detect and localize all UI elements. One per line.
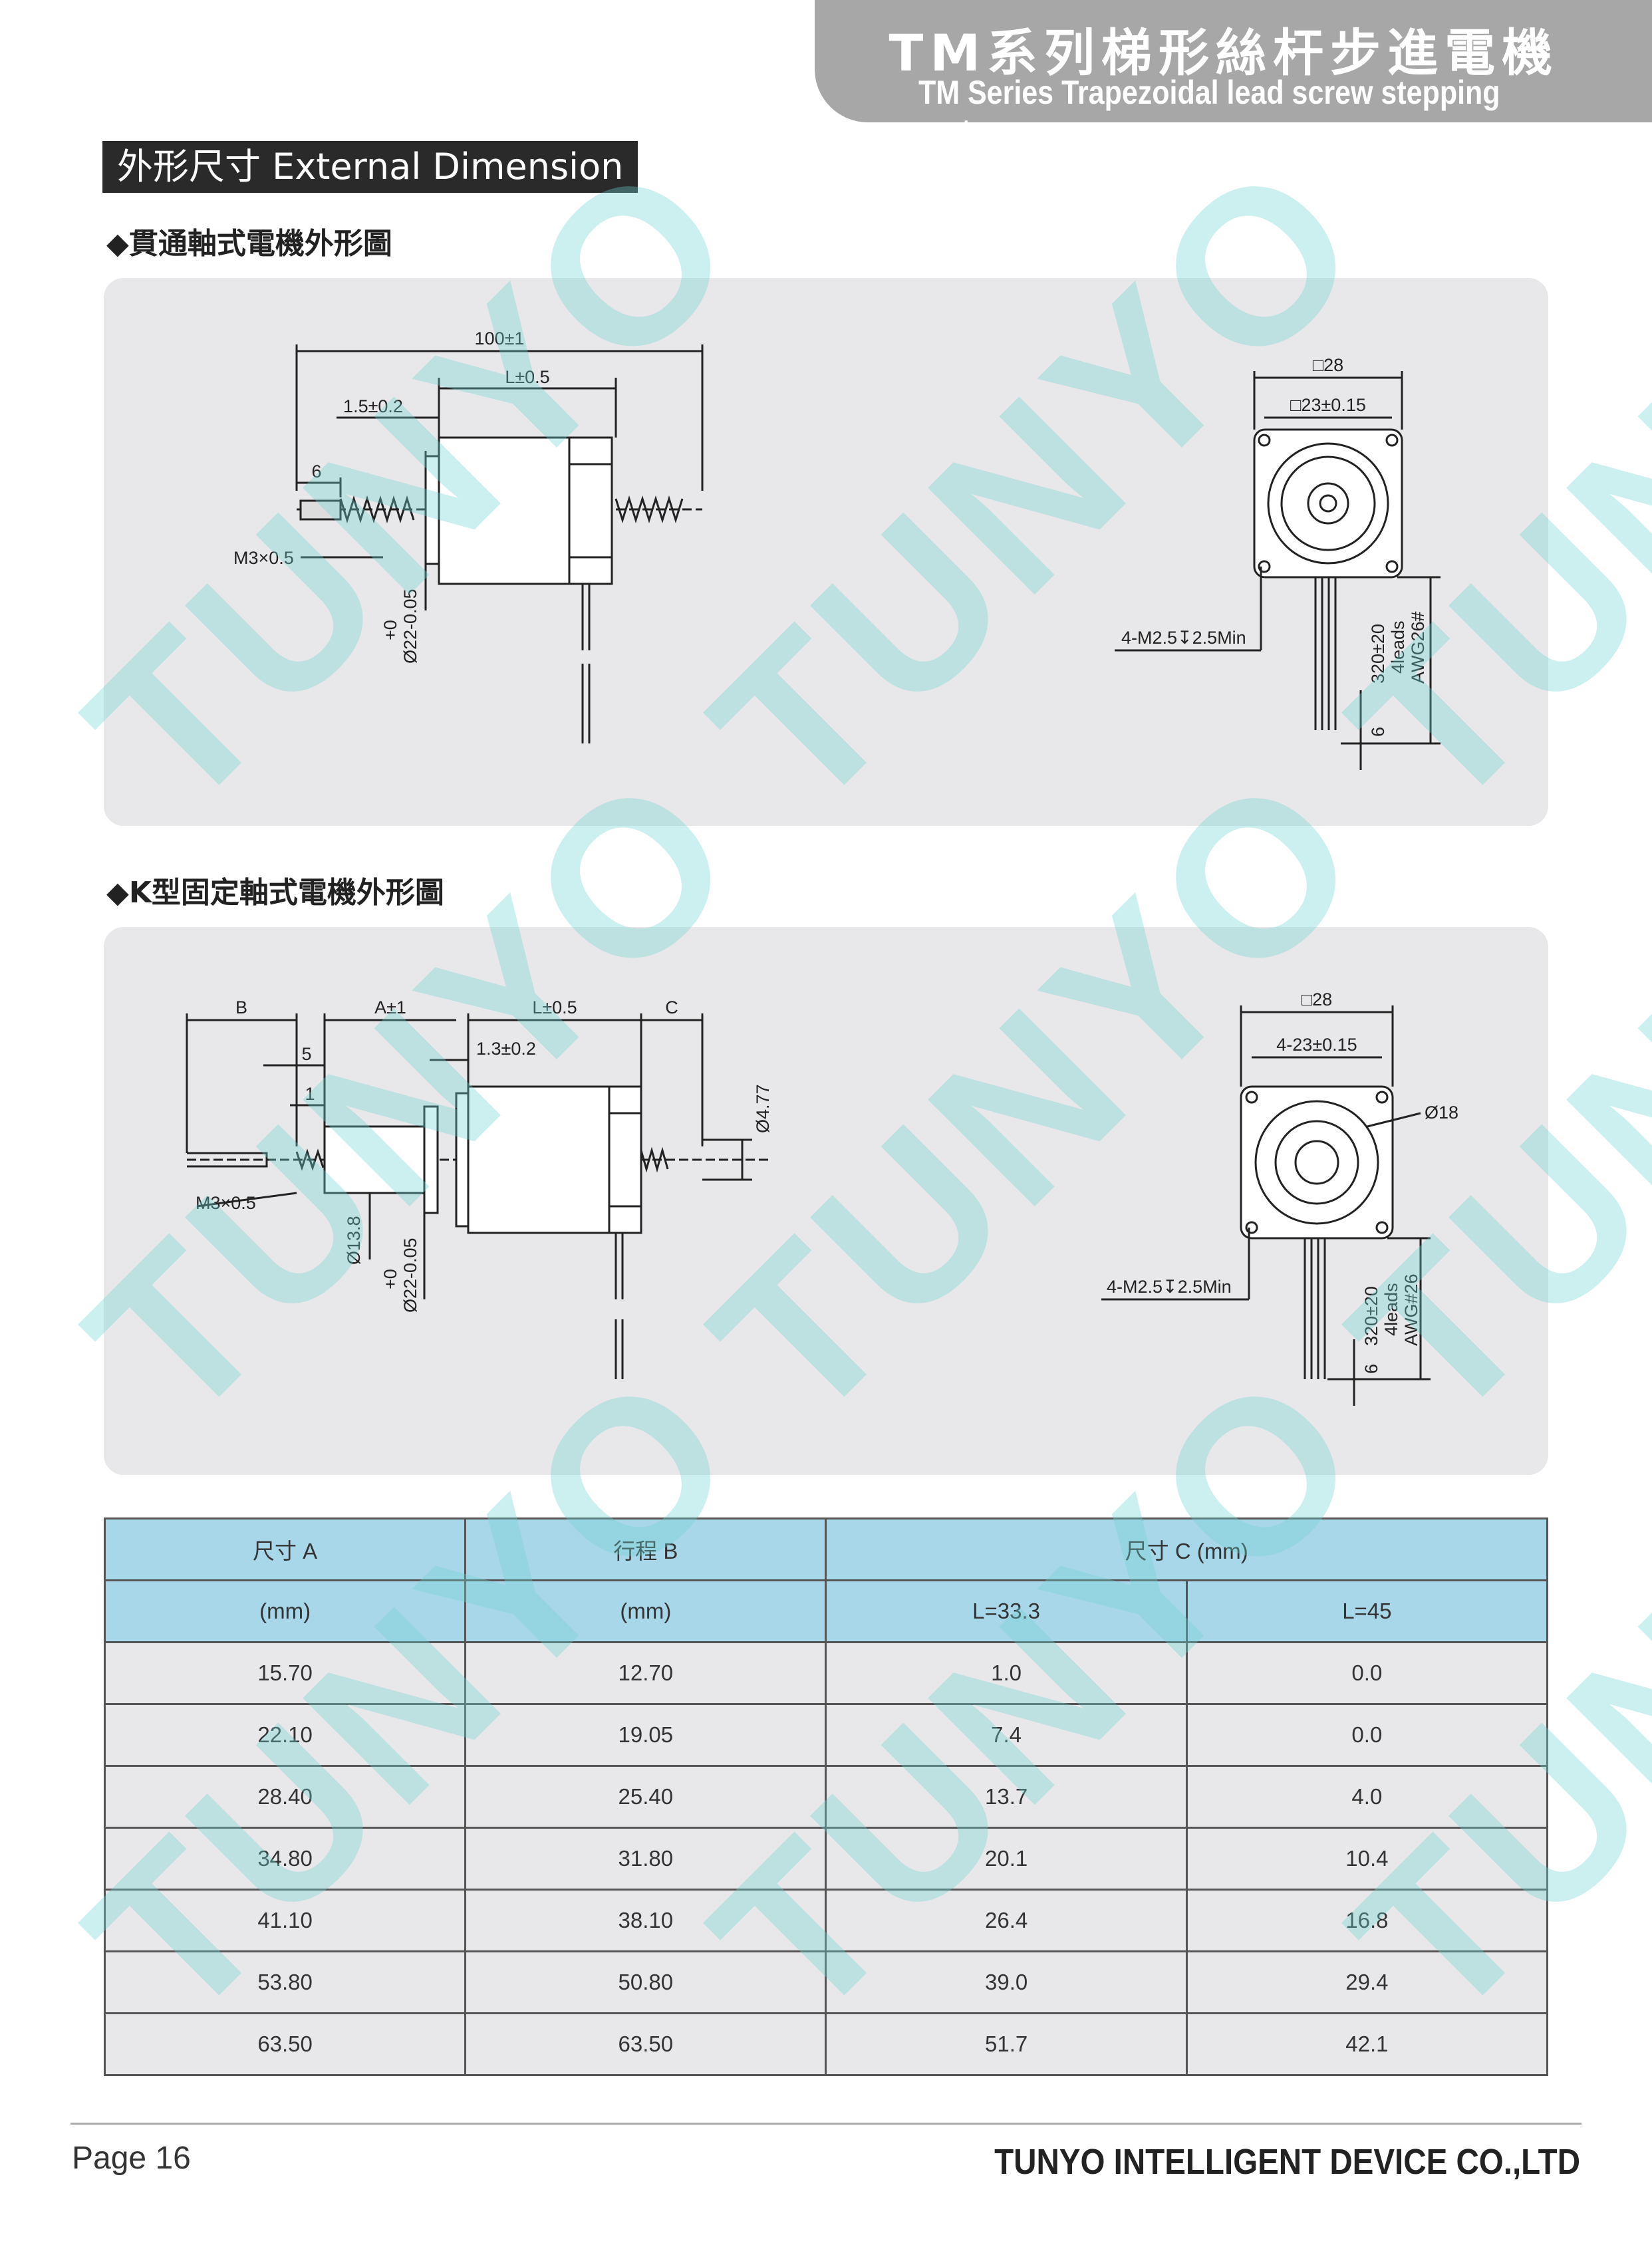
cell-a: 63.50 (103, 2012, 467, 2076)
dim-shoulder: 1.3±0.2 (476, 1039, 536, 1059)
table-row: 41.10 38.10 26.4 16.8 (103, 1889, 1549, 1952)
drawing1-heading: ◆貫通軸式電機外形圖 (106, 227, 392, 261)
cell-c45: 16.8 (1185, 1889, 1549, 1952)
dim-length: L±0.5 (532, 997, 577, 1017)
cell-a: 22.10 (103, 1703, 467, 1767)
dim-rear-dia: Ø4.77 (753, 1084, 773, 1133)
table-row: 28.40 25.40 13.7 4.0 (103, 1765, 1549, 1829)
dim-b: B (235, 997, 247, 1017)
company-name: TUNYO INTELLIGENT DEVICE CO.,LTD (994, 2142, 1580, 2182)
table-row: 22.10 19.05 7.4 0.0 (103, 1703, 1549, 1767)
cell-b: 19.05 (464, 1703, 827, 1767)
dim-boss: Ø22-0.05 (400, 589, 420, 664)
dim-strip: 6 (1368, 727, 1388, 737)
dim-length: L±0.5 (505, 367, 549, 387)
dim-c: C (665, 997, 678, 1017)
dim-hole-pitch: 4-23±0.15 (1276, 1035, 1357, 1055)
page-number: Page 16 (72, 2141, 191, 2176)
dim-strip: 6 (1361, 1364, 1381, 1374)
cell-a: 41.10 (103, 1889, 467, 1952)
dim-thread: M3×0.5 (233, 548, 294, 568)
dim-holes: 4-M2.5↧2.5Min (1107, 1277, 1232, 1297)
cell-c33: 1.0 (825, 1641, 1188, 1705)
dim-square: □28 (1302, 989, 1332, 1009)
footer-divider (70, 2123, 1582, 2125)
table-row: 15.70 12.70 1.0 0.0 (103, 1641, 1549, 1705)
dim-awg: AWG26# (1408, 611, 1428, 684)
cell-b: 50.80 (464, 1950, 827, 2014)
cell-c45: 0.0 (1185, 1641, 1549, 1705)
cell-c33: 20.1 (825, 1827, 1188, 1891)
cell-c33: 26.4 (825, 1889, 1188, 1952)
table-row: 34.80 31.80 20.1 10.4 (103, 1827, 1549, 1891)
cell-b: 63.50 (464, 2012, 827, 2076)
table-row: 53.80 50.80 39.0 29.4 (103, 1950, 1549, 2014)
drawing1-panel: 100±1 L±0.5 1.5±0.2 6 M3×0.5 Ø22-0.05 +0… (104, 278, 1548, 826)
cell-c33: 13.7 (825, 1765, 1188, 1829)
table-header-a: 尺寸 A (103, 1517, 467, 1581)
header-title-cn: TM系列梯形絲杆步進電機 (889, 23, 1559, 82)
dim-thread: M3×0.5 (196, 1193, 256, 1213)
dim-overall: 100±1 (475, 329, 525, 348)
cell-c33: 51.7 (825, 2012, 1188, 2076)
cell-c45: 29.4 (1185, 1950, 1549, 2014)
section-title: 外形尺寸 External Dimension (102, 141, 638, 193)
table-header-c: 尺寸 C (mm) (825, 1517, 1548, 1581)
drawing2-panel: B A±1 L±0.5 C 5 1 1.3±0.2 M3×0.5 Ø13.8 Ø… (104, 927, 1548, 1475)
dim-lead-len: 320±20 (1368, 624, 1388, 684)
k-type-drawing: B A±1 L±0.5 C 5 1 1.3±0.2 M3×0.5 Ø13.8 Ø… (186, 989, 1458, 1406)
dim-leads: 4leads (1388, 620, 1408, 674)
dim-hole-pitch: □23±0.15 (1290, 395, 1366, 415)
dim-shoulder: 1.5±0.2 (343, 396, 403, 416)
cell-c45: 42.1 (1185, 2012, 1549, 2076)
cell-a: 53.80 (103, 1950, 467, 2014)
dim-boss: Ø22-0.05 (400, 1238, 420, 1313)
cell-c45: 10.4 (1185, 1827, 1549, 1891)
dim-lead-len: 320±20 (1361, 1286, 1381, 1346)
dim-boss-tol: +0 (380, 1269, 400, 1289)
dim-boss-tol: +0 (380, 620, 400, 640)
dimension-table: 尺寸 A 行程 B 尺寸 C (mm) (mm) (mm) L=33.3 L=4… (103, 1517, 1549, 2076)
table-col-l33: L=33.3 (825, 1579, 1188, 1643)
cell-c33: 7.4 (825, 1703, 1188, 1767)
dim-square: □28 (1313, 355, 1343, 375)
cell-b: 38.10 (464, 1889, 827, 1952)
cell-c45: 0.0 (1185, 1703, 1549, 1767)
dim-awg: AWG#26 (1401, 1273, 1421, 1346)
table-header-b: 行程 B (464, 1517, 827, 1581)
dim-six: 6 (311, 461, 321, 481)
table-unit-b: (mm) (464, 1579, 827, 1643)
cell-b: 25.40 (464, 1765, 827, 1829)
cell-b: 31.80 (464, 1827, 827, 1891)
table-row: 63.50 63.50 51.7 42.1 (103, 2012, 1549, 2076)
dim-five: 5 (301, 1044, 311, 1064)
dim-leads: 4leads (1381, 1283, 1401, 1336)
cell-a: 34.80 (103, 1827, 467, 1891)
dim-ring: Ø18 (1425, 1103, 1458, 1122)
cell-a: 28.40 (103, 1765, 467, 1829)
header-title-en: TM Series Trapezoidal lead screw steppin… (918, 74, 1500, 150)
cell-b: 12.70 (464, 1641, 827, 1705)
table-col-l45: L=45 (1185, 1579, 1549, 1643)
cell-a: 15.70 (103, 1641, 467, 1705)
dim-holes: 4-M2.5↧2.5Min (1121, 628, 1246, 648)
through-shaft-drawing: 100±1 L±0.5 1.5±0.2 6 M3×0.5 Ø22-0.05 +0… (233, 329, 1441, 770)
drawing2-heading: ◆K型固定軸式電機外形圖 (106, 876, 444, 910)
table-unit-a: (mm) (103, 1579, 467, 1643)
cell-c33: 39.0 (825, 1950, 1188, 2014)
header-banner: TM系列梯形絲杆步進電機 TM Series Trapezoidal lead … (815, 0, 1652, 150)
dim-one: 1 (305, 1084, 315, 1104)
cell-c45: 4.0 (1185, 1765, 1549, 1829)
dim-a: A±1 (374, 997, 406, 1017)
dim-nut-dia: Ø13.8 (344, 1216, 364, 1265)
